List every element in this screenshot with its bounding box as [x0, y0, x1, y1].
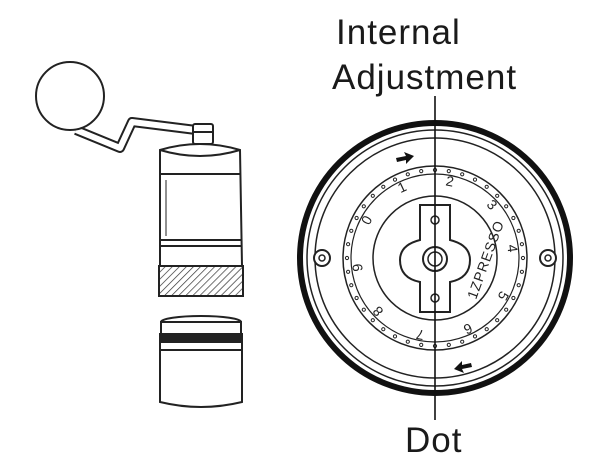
tick-dot [519, 242, 525, 247]
dial-number: 9 [349, 263, 366, 273]
side-screw-left [313, 249, 331, 267]
dial-number: 4 [504, 244, 521, 254]
side-screw-right [539, 249, 557, 267]
dial-number: 2 [445, 173, 456, 190]
tick-dot [381, 327, 386, 332]
tick-dot [361, 204, 366, 209]
crank-knob [35, 61, 105, 131]
tick-dot [349, 283, 354, 288]
tick-dot [349, 228, 354, 233]
tick-dot [472, 177, 478, 182]
top-nut [192, 123, 214, 145]
tick-dot [460, 339, 465, 344]
tick-dot [520, 255, 526, 261]
tick-dot [511, 215, 516, 221]
grinder-body [159, 143, 244, 267]
tick-dot [354, 295, 359, 301]
tick-dot [472, 334, 478, 339]
tick-dot [446, 342, 451, 347]
tick-dot [381, 184, 386, 189]
tick-dot [519, 269, 525, 274]
tick-dot [344, 255, 350, 261]
tick-dot [346, 242, 351, 247]
tick-dot [370, 193, 375, 198]
tick-dot [484, 184, 489, 189]
tick-dot [392, 334, 398, 339]
tick-dot [346, 269, 351, 274]
tick-dot [504, 204, 509, 209]
label-internal: Internal [336, 13, 461, 52]
rotation-arrow-bottom-icon [454, 361, 472, 373]
hand-grinder [35, 61, 244, 408]
tick-dot [516, 228, 521, 233]
tick-dot [511, 295, 516, 301]
tick-dot [516, 283, 521, 288]
tick-dot [419, 169, 424, 174]
tick-dot [361, 307, 366, 312]
knurled-ring [158, 265, 244, 297]
tick-dot [392, 177, 398, 182]
tick-dot [495, 318, 500, 323]
tick-dot [446, 169, 451, 174]
tick-dot [484, 327, 489, 332]
catch-cup [159, 315, 243, 408]
rotation-arrow-top-icon [396, 152, 414, 164]
tick-dot [460, 172, 465, 177]
tick-dot [405, 172, 410, 177]
tick-dot [419, 342, 424, 347]
tick-dot [354, 215, 359, 221]
tick-dot [370, 318, 375, 323]
label-dot: Dot [405, 421, 463, 460]
tick-dot [405, 339, 410, 344]
tick-dot [504, 307, 509, 312]
label-adjustment: Adjustment [332, 58, 518, 97]
dial-number: 7 [414, 326, 425, 343]
tick-dot [495, 193, 500, 198]
crank-arm [74, 117, 197, 153]
